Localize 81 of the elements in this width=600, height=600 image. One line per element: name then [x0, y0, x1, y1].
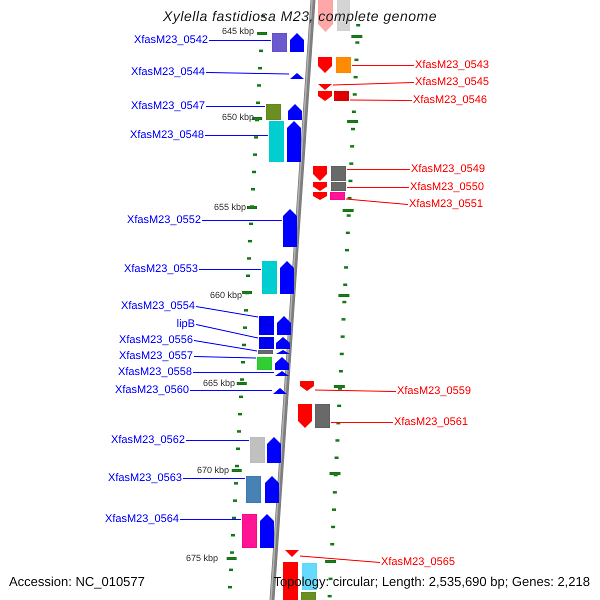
- scale-label: 670 kbp: [196, 464, 229, 477]
- leader-line: [332, 82, 414, 86]
- leader-line: [208, 40, 272, 41]
- gene-label: XfasM23_0553: [124, 263, 198, 276]
- gene-marker: [242, 514, 274, 548]
- gene-marker: [285, 550, 299, 557]
- scale-label: 655 kbp: [214, 201, 246, 214]
- leader-line: [206, 72, 290, 74]
- gene-label: XfasM23_0556: [119, 334, 193, 347]
- gene-label: XfasM23_0546: [413, 94, 487, 107]
- gene-marker: [259, 337, 290, 349]
- gene-label: lipB: [176, 318, 195, 331]
- leader-line: [186, 440, 250, 441]
- gene-label: XfasM23_0564: [105, 513, 179, 526]
- leader-line: [206, 106, 266, 107]
- scale-label: 675 kbp: [186, 552, 218, 565]
- gene-marker: [258, 350, 290, 354]
- leader-line: [180, 519, 242, 520]
- gene-marker: [300, 381, 314, 391]
- gene-label: XfasM23_0562: [111, 434, 185, 447]
- gene-label: XfasM23_0561: [394, 416, 468, 429]
- leader-line: [192, 372, 274, 373]
- gene-marker: [262, 261, 294, 294]
- gene-marker: [272, 33, 304, 52]
- gene-label: XfasM23_0547: [131, 100, 205, 113]
- leader-line: [196, 324, 258, 338]
- leader-line: [346, 187, 410, 188]
- scale-label: 650 kbp: [222, 111, 254, 124]
- gene-marker: [269, 121, 301, 162]
- gene-label: XfasM23_0552: [127, 214, 201, 227]
- gene-marker: [273, 388, 287, 394]
- leader-line: [204, 135, 268, 136]
- gene-marker: [266, 104, 302, 120]
- gene-label: XfasM23_0565: [381, 556, 455, 569]
- genome-summary: Topology: circular; Length: 2,535,690 bp; Genes: 2,218: [273, 575, 590, 588]
- gene-label: XfasM23_0563: [108, 472, 182, 485]
- gene-marker: [298, 404, 330, 428]
- accession-note: Accession: NC_010577: [9, 575, 145, 588]
- leader-line: [194, 356, 256, 358]
- gene-label: XfasM23_0542: [134, 34, 208, 47]
- leader-line: [346, 169, 410, 170]
- gene-marker: [250, 437, 281, 463]
- leader-line: [182, 478, 246, 479]
- gene-label: XfasM23_0558: [118, 366, 192, 379]
- gene-marker: [290, 73, 304, 79]
- leader-line: [196, 306, 258, 318]
- leader-line: [314, 390, 396, 392]
- gene-label: XfasM23_0554: [121, 300, 195, 313]
- gene-label: XfasM23_0548: [130, 129, 204, 142]
- gene-marker: [257, 357, 289, 370]
- leader-line: [330, 422, 394, 423]
- scale-label: 660 kbp: [210, 289, 242, 302]
- leader-line: [300, 556, 380, 563]
- gene-marker: [318, 57, 351, 73]
- gene-label: XfasM23_0551: [409, 198, 483, 211]
- map-title: Xylella fastidiosa M23, complete genome: [162, 10, 438, 23]
- leader-line: [202, 220, 282, 221]
- leader-line: [190, 390, 272, 391]
- leader-line: [346, 198, 408, 205]
- scale-label: 645 kbp: [222, 25, 254, 38]
- gene-marker: [318, 84, 332, 90]
- gene-marker: [246, 476, 279, 503]
- gene-label: XfasM23_0544: [131, 66, 205, 79]
- leader-line: [194, 340, 258, 352]
- leader-line: [352, 65, 414, 66]
- gene-marker: [318, 91, 349, 101]
- leader-line: [198, 269, 262, 270]
- gene-label: XfasM23_0543: [415, 59, 489, 72]
- gene-label: XfasM23_0559: [397, 385, 471, 398]
- leader-line: [350, 100, 412, 101]
- gene-label: XfasM23_0549: [411, 163, 485, 176]
- gene-marker: [313, 192, 345, 200]
- scale-label: 665 kbp: [202, 377, 235, 390]
- gene-marker: [313, 166, 346, 181]
- gene-marker: [313, 182, 346, 191]
- gene-marker: [283, 209, 297, 247]
- gene-label: XfasM23_0560: [115, 384, 189, 397]
- gene-label: XfasM23_0545: [415, 76, 489, 89]
- gene-label: XfasM23_0557: [119, 350, 193, 363]
- gene-label: XfasM23_0550: [410, 181, 484, 194]
- gene-marker: [259, 316, 291, 335]
